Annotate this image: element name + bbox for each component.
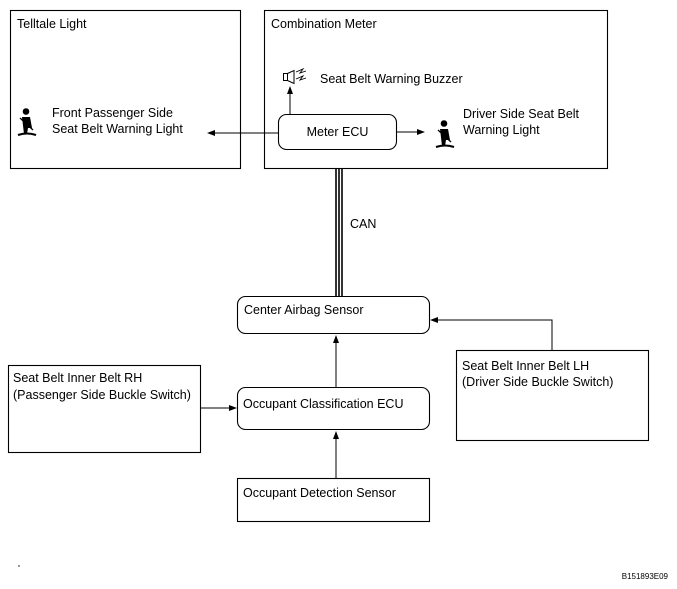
buzzer-icon — [283, 67, 307, 85]
inner-belt-lh-line2: (Driver Side Buckle Switch) — [462, 375, 613, 389]
arrow-rh-to-occupant-ecu — [201, 405, 237, 411]
seat-belt-warning-icon — [435, 120, 455, 148]
arrow-detection-sensor-to-occupant-ecu — [333, 431, 339, 478]
arrow-meter-to-passenger-light — [207, 130, 278, 136]
telltale-light-title: Telltale Light — [17, 17, 87, 31]
meter-ecu-box — [277, 113, 398, 151]
center-airbag-sensor-label: Center Airbag Sensor — [244, 303, 364, 317]
meter-ecu-label: Meter ECU — [307, 125, 369, 139]
inner-belt-lh-box — [455, 349, 650, 442]
seat-belt-warning-buzzer: Seat Belt Warning Buzzer — [320, 72, 463, 86]
arrow-meter-to-buzzer — [287, 86, 293, 114]
occupant-classification-ecu-label: Occupant Classification ECU — [243, 397, 403, 411]
front-passenger-light-line1: Front Passenger Side — [52, 106, 173, 120]
telltale-light-box: Telltale Light Front Passenger Side Seat… — [9, 9, 242, 170]
inner-belt-rh-box — [7, 364, 202, 454]
arrow-occupant-ecu-to-airbag — [333, 335, 339, 387]
can-bus-label: CAN — [350, 217, 376, 231]
driver-seat-belt-light-line1: Driver Side Seat Belt — [463, 107, 580, 121]
occupant-classification-ecu-box — [236, 386, 431, 431]
seat-belt-warning-icon — [17, 108, 37, 136]
occupant-detection-sensor-label: Occupant Detection Sensor — [243, 486, 396, 500]
front-passenger-light-line2: Seat Belt Warning Light — [52, 122, 183, 136]
can-bus-line — [335, 169, 343, 296]
driver-seat-belt-light-line2: Warning Light — [463, 123, 540, 137]
figure-code: B151893E09 — [622, 572, 669, 581]
arrow-lh-to-airbag — [430, 317, 553, 350]
dot-mark — [18, 565, 20, 567]
center-airbag-sensor-box — [236, 295, 431, 335]
inner-belt-rh-line2: (Passenger Side Buckle Switch) — [13, 388, 191, 402]
arrow-meter-to-driver-light — [397, 129, 425, 135]
inner-belt-lh-line1: Seat Belt Inner Belt LH — [462, 359, 589, 373]
occupant-detection-sensor-box — [236, 477, 431, 523]
combination-meter-box: Combination Meter Seat Belt Warning Buzz… — [263, 9, 609, 170]
inner-belt-rh-line1: Seat Belt Inner Belt RH — [13, 371, 142, 385]
combination-meter-title: Combination Meter — [271, 17, 377, 31]
